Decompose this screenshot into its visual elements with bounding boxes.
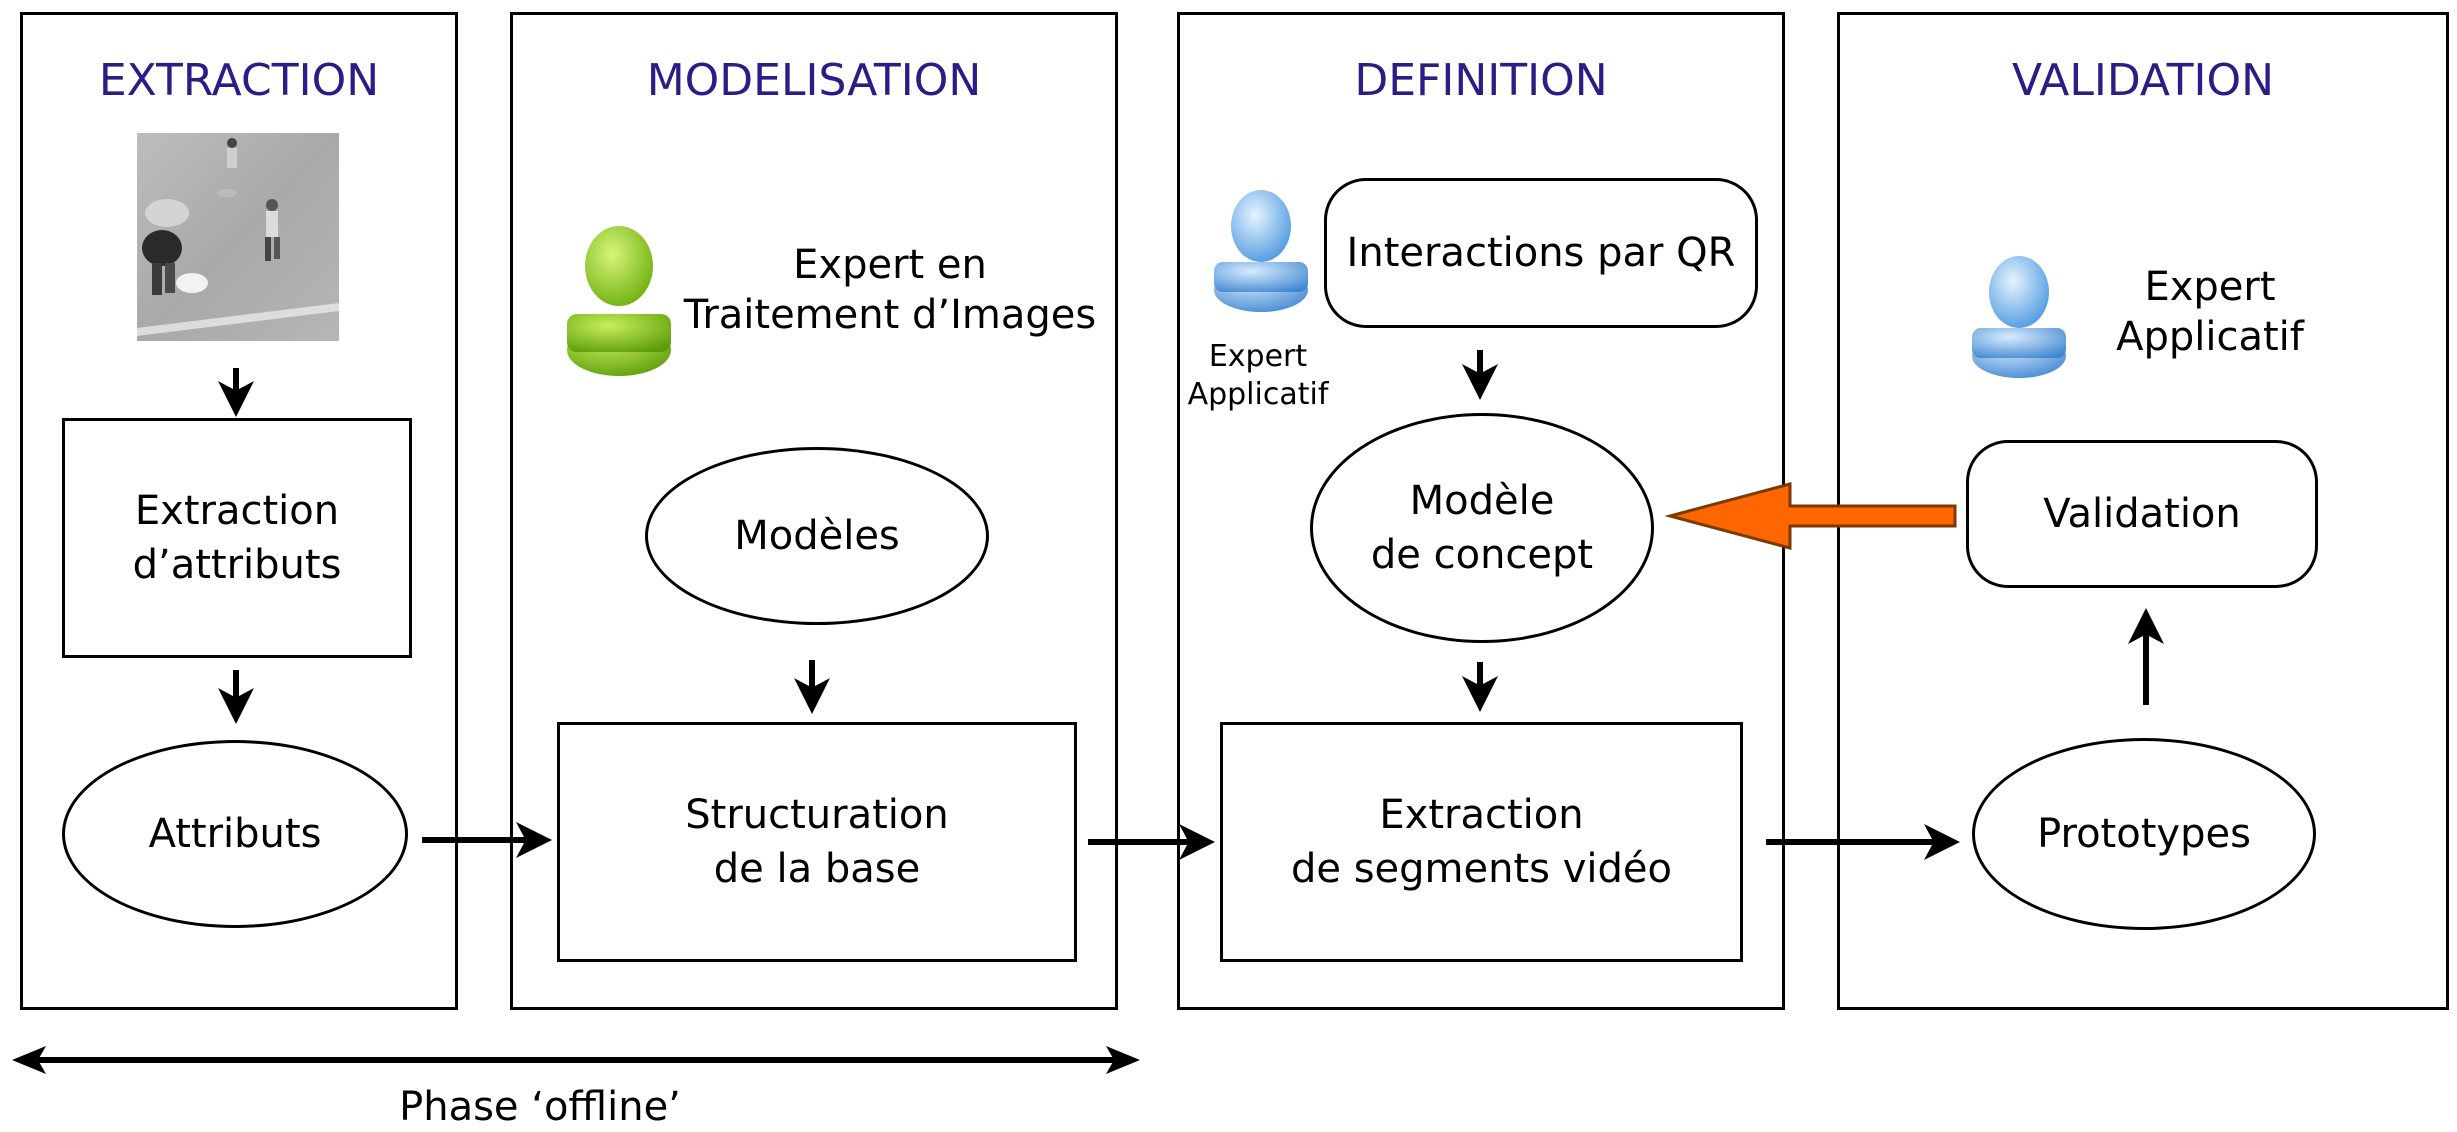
base-structuring-box: Structuration de la base [557, 722, 1077, 962]
validation-label: Validation [2043, 491, 2241, 537]
attribute-extraction-line-2: d’attributs [132, 542, 342, 588]
offline-phase-label: Phase ‘offline’ [399, 1084, 681, 1130]
app-expert-val-line-1: Expert [2144, 264, 2276, 310]
app-expert-label-validation: Expert Applicatif [2090, 262, 2330, 362]
extraction-title: EXTRACTION [98, 55, 380, 106]
app-expert-def-line-1: Expert [1208, 339, 1308, 374]
concept-model-line-1: Modèle [1409, 478, 1555, 524]
image-expert-line-1: Expert en [793, 242, 987, 288]
attribute-extraction-line-1: Extraction [134, 488, 340, 534]
prototypes-label: Prototypes [2037, 811, 2251, 857]
qr-interactions-box: Interactions par QR [1324, 178, 1758, 328]
modelisation-title: MODELISATION [646, 55, 982, 106]
structuring-line-2: de la base [713, 846, 921, 892]
definition-title: DEFINITION [1354, 55, 1608, 106]
app-expert-label-definition: Expert Applicatif [1172, 338, 1344, 413]
app-expert-def-line-2: Applicatif [1187, 376, 1329, 412]
app-expert-val-line-2: Applicatif [2116, 314, 2304, 360]
structuring-line-1: Structuration [685, 792, 949, 838]
concept-model-ellipse: Modèle de concept [1310, 413, 1654, 643]
concept-model-line-2: de concept [1370, 532, 1594, 578]
attribute-extraction-box: Extraction d’attributs [62, 418, 412, 658]
modeles-ellipse: Modèles [645, 447, 989, 625]
image-expert-line-2: Traitement d’Images [683, 292, 1097, 338]
segment-extraction-line-1: Extraction [1379, 792, 1584, 838]
offline-phase-arrow-right-head [1106, 1046, 1140, 1074]
attributs-label: Attributs [148, 811, 322, 857]
app-expert-icon-validation [1970, 252, 2068, 380]
video-segment-extraction-box: Extraction de segments vidéo [1220, 722, 1743, 962]
qr-interactions-label: Interactions par QR [1346, 230, 1736, 276]
modeles-label: Modèles [734, 513, 900, 559]
app-expert-icon-definition [1212, 186, 1310, 314]
validation-box: Validation [1966, 440, 2318, 588]
prototypes-ellipse: Prototypes [1972, 738, 2316, 930]
offline-phase-arrow-left-head [12, 1046, 46, 1074]
attributs-ellipse: Attributs [62, 740, 408, 928]
video-frame-image [137, 133, 339, 341]
image-expert-label: Expert en Traitement d’Images [680, 240, 1100, 340]
image-expert-icon [565, 218, 673, 378]
validation-title: VALIDATION [2011, 55, 2275, 106]
segment-extraction-line-2: de segments vidéo [1291, 846, 1672, 892]
